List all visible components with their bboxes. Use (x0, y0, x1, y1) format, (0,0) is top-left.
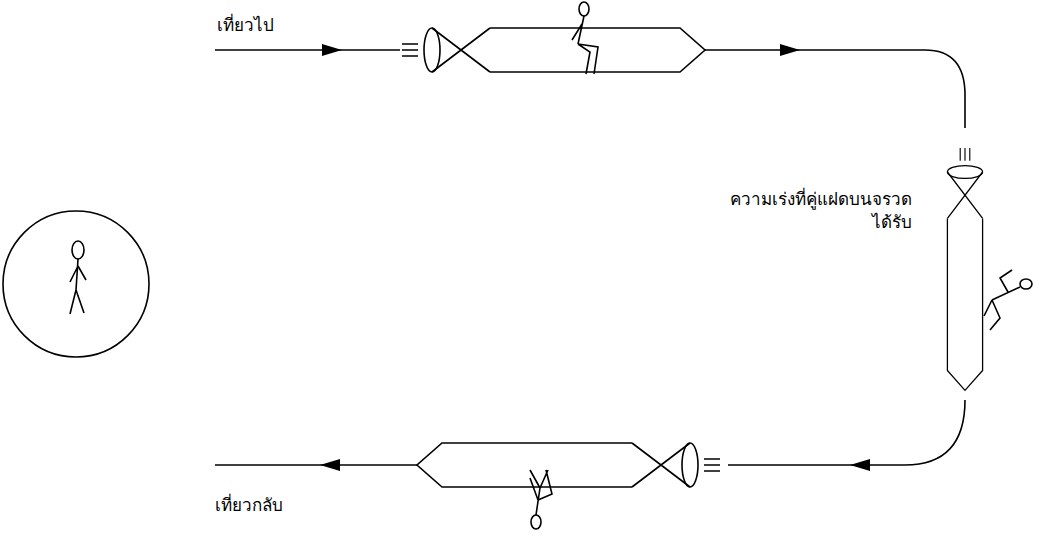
return-path-end (215, 464, 417, 466)
return-path (728, 400, 965, 465)
trip-label: เที่ยวกลับ (215, 494, 283, 517)
rocket-twin-turning (984, 270, 1032, 330)
outbound-path (215, 49, 400, 51)
rocket-outbound (402, 28, 705, 72)
earth-circle (3, 211, 149, 357)
earth-twin (70, 241, 86, 314)
trip-label: ความเร่งที่คู่แฝดบนจรวด ได้รับ (727, 188, 912, 234)
rocket-twin-return (530, 470, 552, 529)
trip-label: เที่ยวไป (217, 14, 274, 37)
rocket-twin-outbound (572, 2, 598, 74)
rocket-turning (947, 148, 982, 390)
arrowheads (320, 44, 870, 471)
turn-path (705, 50, 965, 128)
rocket-return (417, 443, 720, 487)
